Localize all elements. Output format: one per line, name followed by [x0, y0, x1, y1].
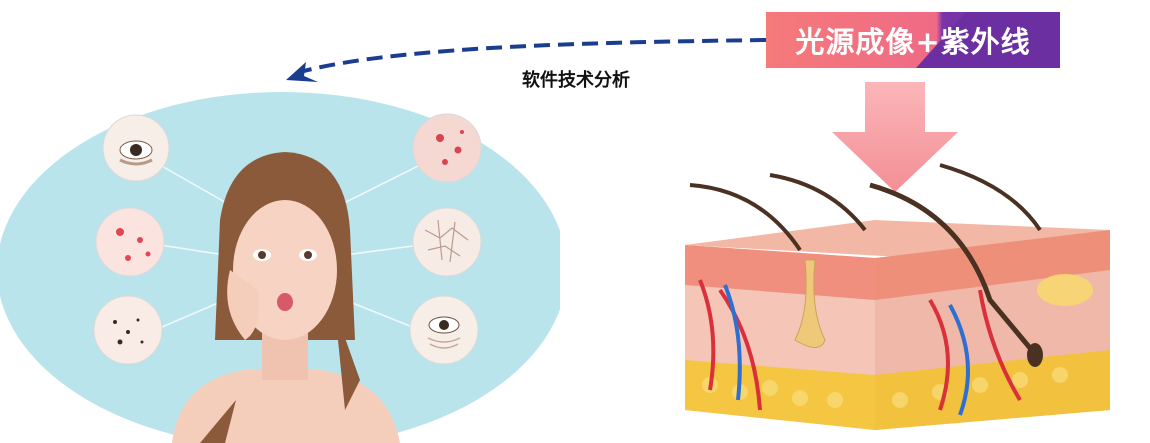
- acne-icon: [96, 208, 164, 276]
- spots-icon: [94, 296, 162, 364]
- light-source-uv-label: 光源成像+紫外线: [766, 12, 1060, 68]
- arrowhead: [286, 62, 318, 82]
- eye-wrinkle-icon: [410, 296, 478, 364]
- label-text: 光源成像+紫外线: [766, 12, 1060, 68]
- wrinkle-icon: [413, 208, 481, 276]
- pimple-icon: [413, 114, 481, 182]
- face-oval-illustration: [0, 80, 560, 443]
- dark-circle-icon: [103, 115, 169, 181]
- skin-cross-section: [660, 160, 1150, 443]
